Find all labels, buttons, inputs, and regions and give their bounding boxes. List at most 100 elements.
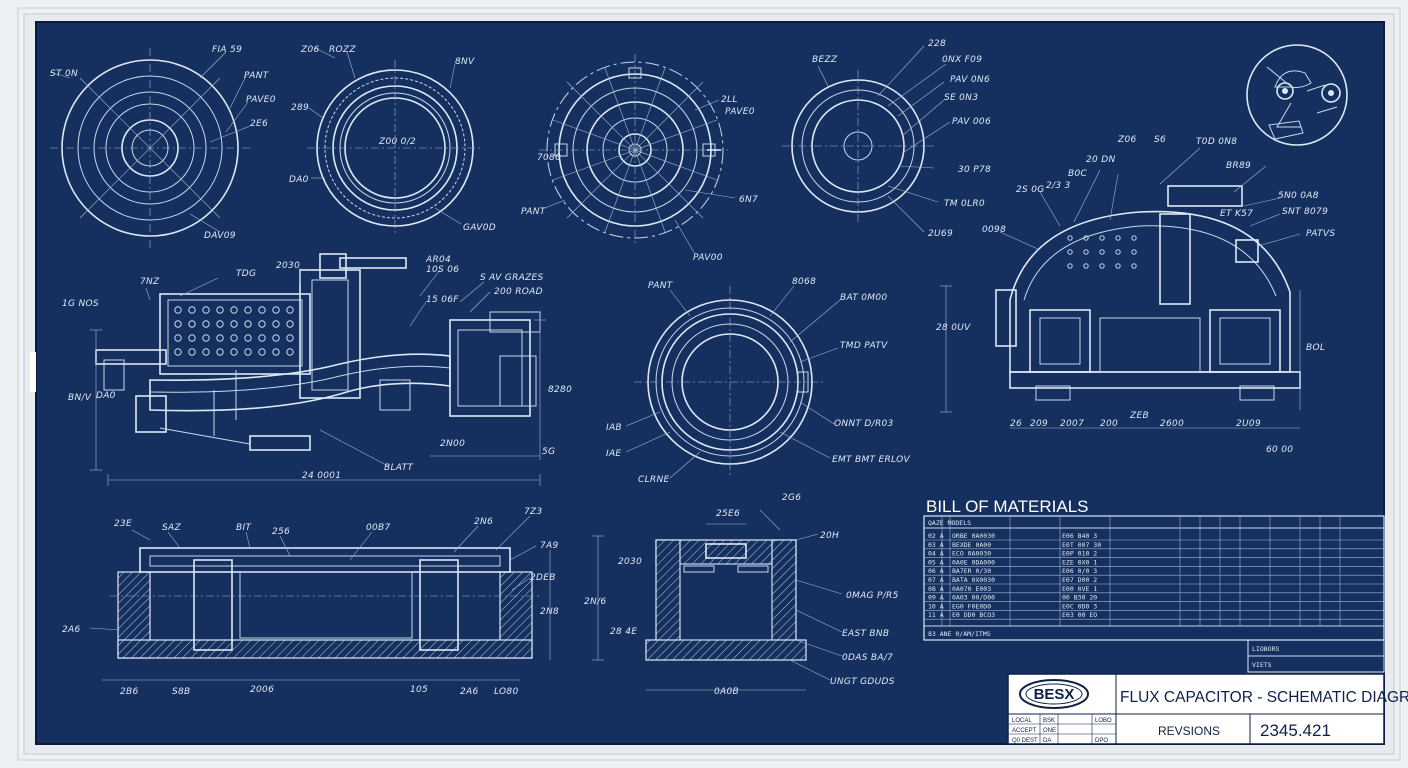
- v2-label-6: GAV0D: [463, 223, 496, 233]
- assembly-bolt-hole: [174, 320, 182, 328]
- v4-label-6: 30 P78: [958, 165, 991, 175]
- secl-label-9: 2A6: [62, 625, 81, 635]
- assembly-bolt-hole: [272, 334, 280, 342]
- asm-label-2: 2030: [276, 261, 300, 271]
- cut-label-2: T0D 0N8: [1196, 137, 1237, 147]
- cut-label-4: B0C: [1068, 169, 1088, 179]
- drawing-number: 2345.421: [1260, 721, 1331, 740]
- asm-label-5: S AV GRAZES: [480, 273, 544, 283]
- bom-cell: 06 A: [928, 567, 944, 575]
- cut-label-17: 209: [1030, 419, 1048, 429]
- cut-label-21: 60 00: [1266, 445, 1293, 455]
- cut-label-6: 2S 0G: [1016, 185, 1045, 195]
- cutaway-fastener: [1083, 235, 1089, 241]
- ring-label-0: PANT: [648, 281, 674, 291]
- v3-label-5: PAV00: [693, 253, 723, 263]
- cut-label-12: 0098: [982, 225, 1006, 235]
- v4-label-5: PAV 006: [952, 117, 991, 127]
- assembly-bolt-hole: [188, 320, 196, 328]
- logo-text: BESX: [1034, 686, 1075, 703]
- assembly-bolt-hole: [244, 320, 252, 328]
- bom-cell: 04 A: [928, 550, 944, 558]
- cut-label-7: BR89: [1226, 161, 1251, 171]
- v4-label-4: SE 0N3: [944, 93, 978, 103]
- secm-label-9: 0A0B: [714, 687, 739, 697]
- asm-label-14: 24 0001: [302, 471, 341, 481]
- secl-label-8: 2DEB: [530, 573, 556, 583]
- cut-label-19: 2007: [1060, 419, 1084, 429]
- bottom-left-section-view: 23E SAZ BIT 256 00B7 2N6 7Z3 7A9 2DEB 2A…: [62, 507, 559, 697]
- cut-label-9: ET K57: [1220, 209, 1253, 219]
- tb-cell-2: LOBO: [1095, 718, 1112, 724]
- bom-cell: BATA 0X0030: [952, 576, 995, 584]
- cutaway-fastener: [1115, 235, 1121, 241]
- assembly-bolt-hole: [216, 320, 224, 328]
- asm-label-9: BN/V: [68, 393, 92, 403]
- cut-label-5: 2/3 3: [1046, 181, 1071, 191]
- secm-label-4: 2N/6: [584, 597, 606, 607]
- detail-circle-view: [1246, 44, 1348, 146]
- v2-label-5: DA0: [289, 175, 309, 185]
- cut-label-0: Z06: [1117, 135, 1137, 145]
- secl-label-12: S8B: [172, 687, 191, 697]
- cut-label-13: 28 0UV: [936, 323, 971, 333]
- cutaway-fastener: [1067, 249, 1073, 255]
- bom-cell: 09 A: [928, 594, 944, 602]
- secm-label-5: 20H: [820, 531, 839, 541]
- asm-label-6: 200 ROAD: [494, 287, 543, 297]
- bom-cell: E00 0VE 1: [1062, 585, 1097, 593]
- ring-label-3: TMD PATV: [840, 341, 888, 351]
- view-3-gear-section: 7080 PANT 2LL PAVE0 6N7 PAV00: [521, 54, 758, 263]
- v2-label-1: ROZZ: [329, 45, 356, 55]
- v3-label-3: PAVE0: [725, 107, 755, 117]
- asm-label-7: 15 06F: [426, 295, 459, 305]
- secl-label-4: 00B7: [366, 523, 391, 533]
- secm-label-8: 0DAS BA/7: [842, 653, 893, 663]
- bom-cell: EG0 F0E0D0: [952, 602, 991, 610]
- bom-cell: EZE 0X0 1: [1062, 558, 1097, 566]
- secl-label-10: 2B6: [120, 687, 139, 697]
- ring-label-6: ONNT D/R03: [834, 419, 894, 429]
- ring-label-1: 8068: [792, 277, 816, 287]
- secm-label-1: 2G6: [782, 493, 801, 503]
- cut-label-15: 26: [1010, 419, 1022, 429]
- bom-cell: 00 B30 20: [1062, 594, 1097, 602]
- bom-cell: ORBE 0A0030: [952, 532, 995, 540]
- assembly-bolt-hole: [230, 348, 238, 356]
- cutaway-fastener: [1131, 263, 1137, 269]
- asm-label-1: TDG: [236, 269, 256, 279]
- secm-label-6: 0MAG P/R5: [846, 591, 899, 601]
- bom-cell: E0C 0D0 3: [1062, 602, 1097, 610]
- v3-label-0: 7080: [537, 153, 561, 163]
- v2-label-3: 289: [291, 103, 309, 113]
- asm-label-15: BLATT: [384, 463, 414, 473]
- cutaway-fastener: [1115, 263, 1121, 269]
- bom-cell: E06 0/0 3: [1062, 567, 1097, 575]
- bom-cell: BA7ER 0/30: [952, 567, 991, 575]
- v2-label-4: Z00 0/2: [378, 137, 416, 147]
- v2-label-2: 8NV: [455, 57, 475, 67]
- asm-label-3: AR04: [425, 255, 451, 265]
- assembly-bolt-hole: [216, 348, 224, 356]
- tb-cell-5: Q0 DEST: [1012, 738, 1038, 744]
- tb-cell-0: LOCAL: [1012, 718, 1032, 724]
- bom-note-2: VIETS: [1252, 661, 1272, 669]
- asm-label-0: 7NZ: [140, 277, 160, 287]
- assembly-bolt-hole: [202, 348, 210, 356]
- secm-label-3: 28 4E: [610, 627, 637, 637]
- secl-label-2: BIT: [236, 523, 252, 533]
- assembly-bolt-hole: [286, 320, 294, 328]
- secl-label-13: 2006: [250, 685, 274, 695]
- ring-label-2: BAT 0M00: [840, 293, 887, 303]
- bom-cell: E0T 007 30: [1062, 541, 1101, 549]
- secm-label-10: UNGT GDUDS: [830, 677, 895, 687]
- bom-note-1: LIOBORS: [1252, 645, 1279, 653]
- v4-label-2: 0NX F09: [942, 55, 982, 65]
- bom-cell: 0A070 E003: [952, 585, 991, 593]
- v1-label-1: FIA 59: [212, 45, 242, 55]
- bom-cell: 11 A: [928, 611, 944, 619]
- assembly-bolt-hole: [230, 334, 238, 342]
- cut-label-14: BOL: [1306, 343, 1325, 353]
- bom-footer: 83 ANE 0/AM/ITMS: [928, 630, 991, 638]
